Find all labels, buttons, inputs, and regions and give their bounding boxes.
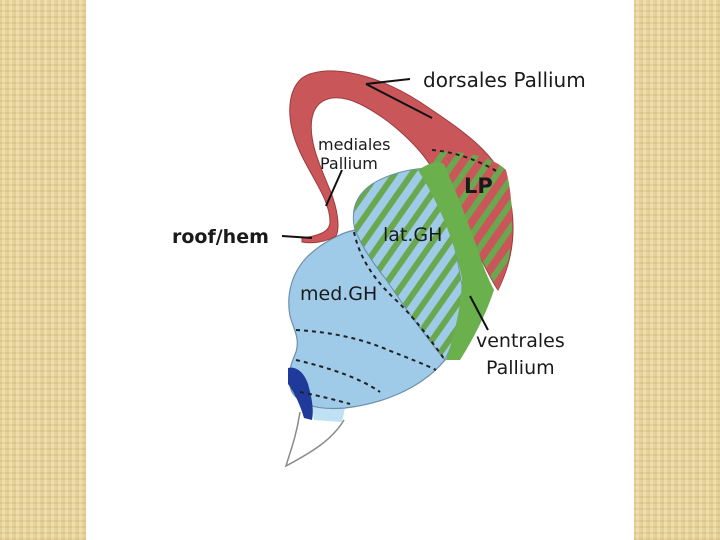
label-dorsal-pallium: dorsales Pallium <box>423 68 586 92</box>
label-ventral-pallium-line2: Pallium <box>486 357 555 379</box>
label-lp: LP <box>464 174 493 198</box>
boundary-dashed-1 <box>431 149 499 173</box>
leader-ventral-pallium <box>469 295 489 331</box>
label-med-gh: med.GH <box>300 283 377 305</box>
boundary-dashed-4 <box>295 359 381 393</box>
boundary-dashed-3 <box>295 329 437 371</box>
leader-roof-hem <box>281 235 313 239</box>
left-texture-panel <box>0 0 86 540</box>
label-roof-hem: roof/hem <box>172 226 269 248</box>
leader-medial-pallium <box>325 169 343 207</box>
right-texture-panel <box>634 0 720 540</box>
stalk-outline <box>284 411 345 468</box>
boundary-dashed-2 <box>353 231 446 361</box>
label-medial-pallium-line2: Pallium <box>320 154 378 173</box>
label-ventral-pallium-line1: ventrales <box>476 330 565 352</box>
boundary-dashed-5 <box>299 391 351 405</box>
ventral-pallium-band <box>418 162 494 360</box>
leader-dorsal-pallium-2 <box>365 83 433 119</box>
label-lat-gh: lat.GH <box>383 224 442 246</box>
dark-blue-region <box>288 367 313 420</box>
light-blue-strip <box>312 406 345 422</box>
label-medial-pallium-line1: mediales <box>318 135 390 154</box>
leader-dorsal-pallium <box>365 78 411 85</box>
